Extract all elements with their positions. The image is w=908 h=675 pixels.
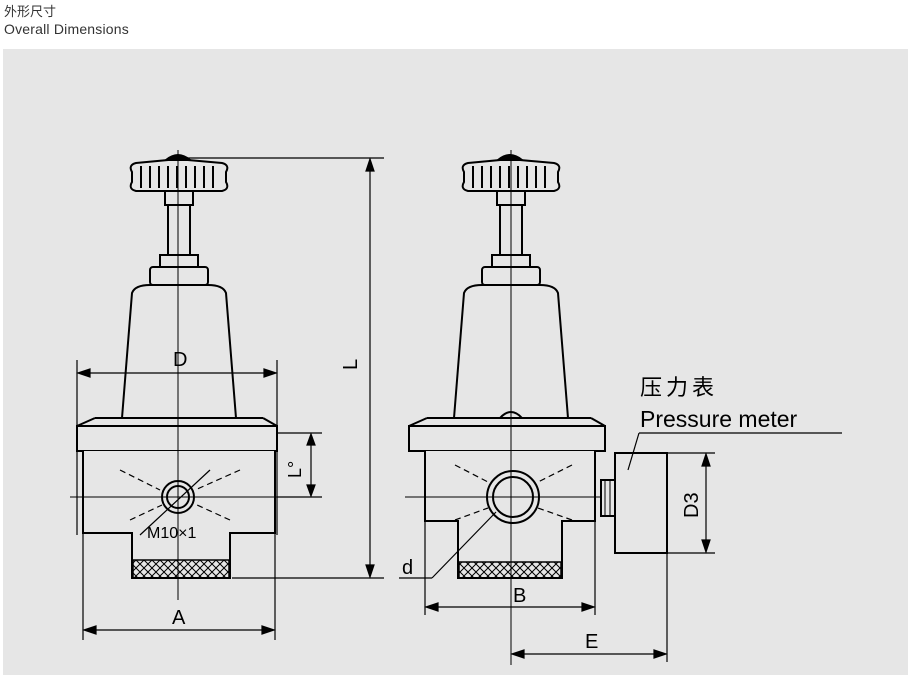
gauge-label-english: Pressure meter [640, 406, 798, 432]
pressure-gauge [600, 452, 668, 554]
right-view [408, 154, 606, 579]
gauge-leader [627, 432, 640, 471]
title-english: Overall Dimensions [4, 21, 129, 37]
dim-L [180, 157, 384, 579]
dim-label-A: A [172, 607, 186, 629]
dim-A [82, 533, 276, 640]
title-chinese: 外形尺寸 [4, 5, 57, 20]
dim-label-L: L [340, 359, 362, 370]
dim-label-E: E [585, 631, 598, 653]
dim-label-d: d [402, 557, 413, 579]
dim-label-D: D [173, 349, 187, 371]
dim-label-D3: D3 [681, 492, 703, 518]
leader-d [399, 511, 497, 579]
gauge-label-chinese: 压力表 [640, 376, 718, 401]
dim-B [424, 521, 596, 615]
right-centerlines [405, 150, 615, 665]
page-header: 外形尺寸 Overall Dimensions [4, 5, 129, 37]
dim-D3 [667, 452, 715, 554]
left-centerlines [70, 150, 290, 600]
left-knob [129, 154, 229, 192]
dim-label-Lo: L° [285, 461, 305, 478]
dim-D [76, 360, 278, 535]
dim-Lo [277, 432, 322, 498]
thread-label-M10x1: M10×1 [147, 525, 196, 542]
dim-label-B: B [513, 585, 526, 607]
dim-E [510, 553, 668, 662]
